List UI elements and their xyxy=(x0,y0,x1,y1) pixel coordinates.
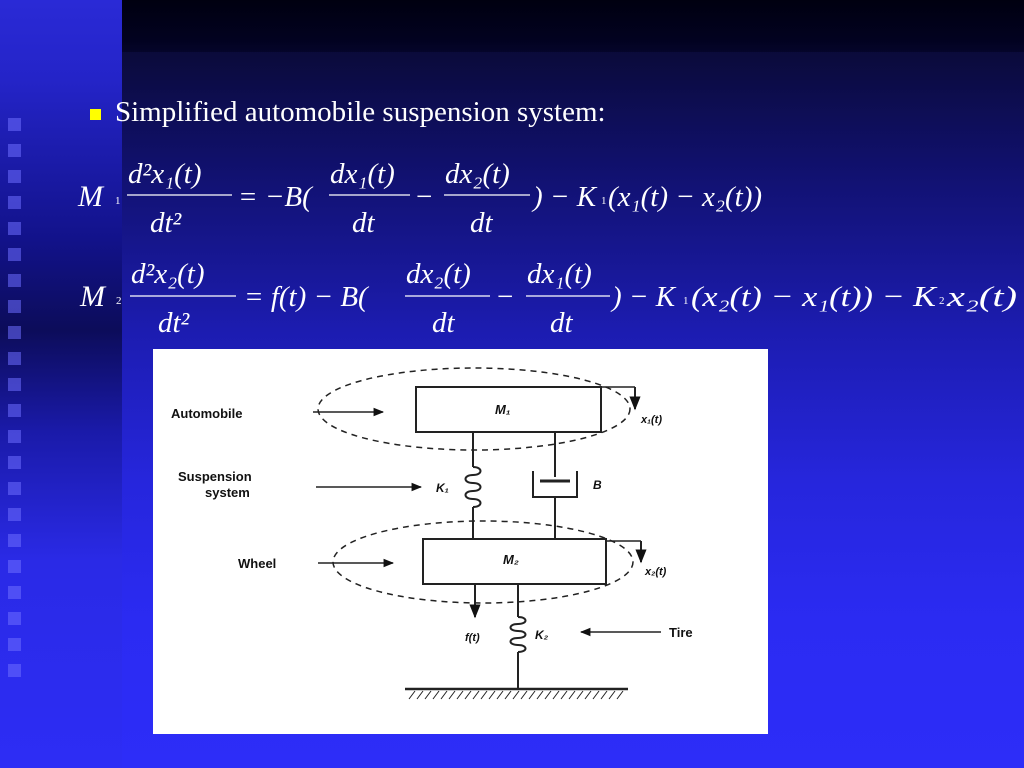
wheel-label: Wheel xyxy=(238,556,276,571)
top-decor-bar xyxy=(122,0,1024,52)
decor-square xyxy=(8,170,21,183)
eq1-tail-sub: 1 xyxy=(601,195,607,207)
decor-square xyxy=(8,508,21,521)
eq1-tail-rest: (x₁(t) − x₂(t)) xyxy=(608,181,762,213)
decor-square xyxy=(8,612,21,625)
equation-2: M 2 d²x₂(t) dt² = f(t) − B( dx₂(t) dt − … xyxy=(79,258,1017,339)
eq2-lhs-num: d²x₂(t) xyxy=(131,258,205,290)
decor-square xyxy=(8,586,21,599)
wheel-dashed-outline xyxy=(332,520,634,604)
bullet-item: Simplified automobile suspension system: xyxy=(90,96,606,129)
x1-label: x₁(t) xyxy=(640,414,662,426)
eq2-frac2-num: dx₁(t) xyxy=(527,258,592,290)
decor-square xyxy=(8,352,21,365)
decor-square xyxy=(8,248,21,261)
bullet-text: Simplified automobile suspension system: xyxy=(115,96,606,128)
eq1-lhs-den: dt² xyxy=(150,207,183,239)
suspension-label-line2: system xyxy=(205,485,250,500)
mass-m2-block xyxy=(422,538,607,585)
spring-k1-coil xyxy=(464,466,482,508)
mass-m2-label: M₂ xyxy=(503,552,519,567)
eq2-tail: ) − K xyxy=(610,281,677,313)
eq2-tail-sub: 1 xyxy=(683,295,689,307)
decor-square xyxy=(8,404,21,417)
spring-k2-coil xyxy=(509,616,527,653)
eq2-frac1-num: dx₂(t) xyxy=(406,258,471,290)
eq2-tail-rest: (x₂(t) − x₁(t)) − K xyxy=(691,281,938,313)
eq2-mass: M xyxy=(79,280,107,313)
eq1-lhs-num: d²x₁(t) xyxy=(128,158,202,190)
decor-square xyxy=(8,326,21,339)
decor-square xyxy=(8,274,21,287)
force-label: f(t) xyxy=(465,632,480,644)
decor-square xyxy=(8,118,21,131)
suspension-label-line1: Suspension xyxy=(178,469,252,484)
mass-m1-label: M₁ xyxy=(495,402,510,417)
decor-square xyxy=(8,222,21,235)
equations: M 1 d²x₁(t) dt² = −B( dx₁(t) dt − dx₂(t)… xyxy=(77,158,1017,339)
decor-square xyxy=(8,560,21,573)
suspension-diagram: M₁ x₁(t) Automobile K₁ B Suspension syst… xyxy=(153,349,768,734)
eq1-frac1-den: dt xyxy=(352,207,376,239)
automobile-label: Automobile xyxy=(171,406,243,421)
decor-square xyxy=(8,378,21,391)
decor-square xyxy=(8,300,21,313)
decor-square xyxy=(8,638,21,651)
eq2-mass-sub: 2 xyxy=(116,295,122,307)
decor-square xyxy=(8,430,21,443)
eq2-minus: − xyxy=(497,281,513,313)
eq2-rhs-start: = f(t) − B( xyxy=(244,281,370,313)
suspension-diagram-svg: M₁ x₁(t) Automobile K₁ B Suspension syst… xyxy=(171,367,693,700)
decor-square xyxy=(8,482,21,495)
decor-square xyxy=(8,196,21,209)
eq1-frac2-den: dt xyxy=(470,207,494,239)
eq1-minus: − xyxy=(416,181,432,213)
mass-m1-block xyxy=(415,386,602,433)
equation-1: M 1 d²x₁(t) dt² = −B( dx₁(t) dt − dx₂(t)… xyxy=(77,158,762,239)
eq1-tail: ) − K xyxy=(531,181,598,213)
x2-label: x₂(t) xyxy=(644,566,667,578)
ground-hatching xyxy=(408,690,624,700)
eq2-tail2-rest: x₂(t) xyxy=(946,281,1017,313)
decor-square xyxy=(8,664,21,677)
eq1-mass-sub: 1 xyxy=(115,195,121,207)
eq1-frac2-num: dx₂(t) xyxy=(445,158,510,190)
spring-k2-label: K₂ xyxy=(535,628,549,642)
eq2-frac2-den: dt xyxy=(550,307,574,339)
left-decor-bar xyxy=(0,0,122,768)
eq1-frac1-num: dx₁(t) xyxy=(330,158,395,190)
damper-label: B xyxy=(593,478,602,492)
tire-label: Tire xyxy=(669,625,693,640)
eq1-rhs-start: = −B( xyxy=(238,181,314,213)
decor-square xyxy=(8,534,21,547)
decor-squares xyxy=(8,118,34,690)
eq2-tail2-sub: 2 xyxy=(939,295,945,307)
spring-k1-label: K₁ xyxy=(436,481,449,495)
eq2-lhs-den: dt² xyxy=(158,307,191,339)
decor-square xyxy=(8,456,21,469)
bullet-square-icon xyxy=(90,109,101,120)
decor-square xyxy=(8,144,21,157)
eq2-frac1-den: dt xyxy=(432,307,456,339)
eq1-mass: M xyxy=(77,180,105,213)
